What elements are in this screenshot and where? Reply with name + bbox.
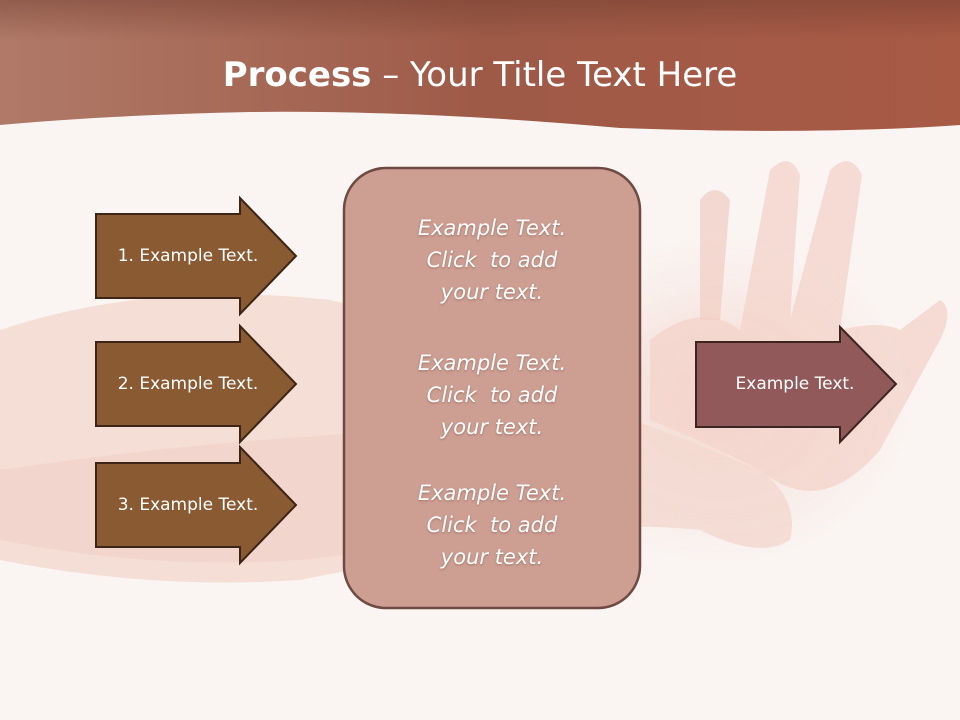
center-block-1-line1: Example Text. [417, 216, 567, 240]
center-block-2[interactable]: Example Text. Click to add your text. [344, 347, 640, 443]
arrow-label-3: 3. Example Text. [117, 495, 259, 515]
left-arrow-shapes [95, 195, 298, 566]
arrow-label-1: 1. Example Text. [117, 246, 259, 266]
center-block-3-line3: your text. [440, 545, 544, 569]
center-box-shape [342, 166, 642, 610]
center-block-1[interactable]: Example Text. Click to add your text. [344, 212, 640, 308]
center-block-2-line2: Click to add [426, 383, 558, 407]
center-block-2-line3: your text. [440, 415, 544, 439]
right-arrow[interactable]: Example Text. [700, 374, 890, 394]
arrow-3-shape [95, 444, 298, 566]
right-arrow-shape [695, 324, 898, 445]
center-block-2-line1: Example Text. [417, 351, 567, 375]
center-block-3[interactable]: Example Text. Click to add your text. [344, 477, 640, 573]
left-arrow-3[interactable]: 3. Example Text. [96, 495, 280, 515]
right-arrow-label: Example Text. [735, 374, 855, 394]
center-block-3-line2: Click to add [426, 513, 558, 537]
left-arrow-1[interactable]: 1. Example Text. [96, 246, 280, 266]
arrow-2-shape [95, 323, 298, 445]
slide-title[interactable]: Process – Your Title Text Here [0, 52, 960, 98]
center-block-3-line1: Example Text. [417, 481, 567, 505]
title-bold: Process [222, 55, 372, 95]
arrow-label-2: 2. Example Text. [117, 374, 259, 394]
title-rest: – Your Title Text Here [371, 55, 738, 95]
left-arrow-2[interactable]: 2. Example Text. [96, 374, 280, 394]
arrow-1-shape [95, 195, 298, 317]
center-block-1-line2: Click to add [426, 248, 558, 272]
center-block-1-line3: your text. [440, 280, 544, 304]
